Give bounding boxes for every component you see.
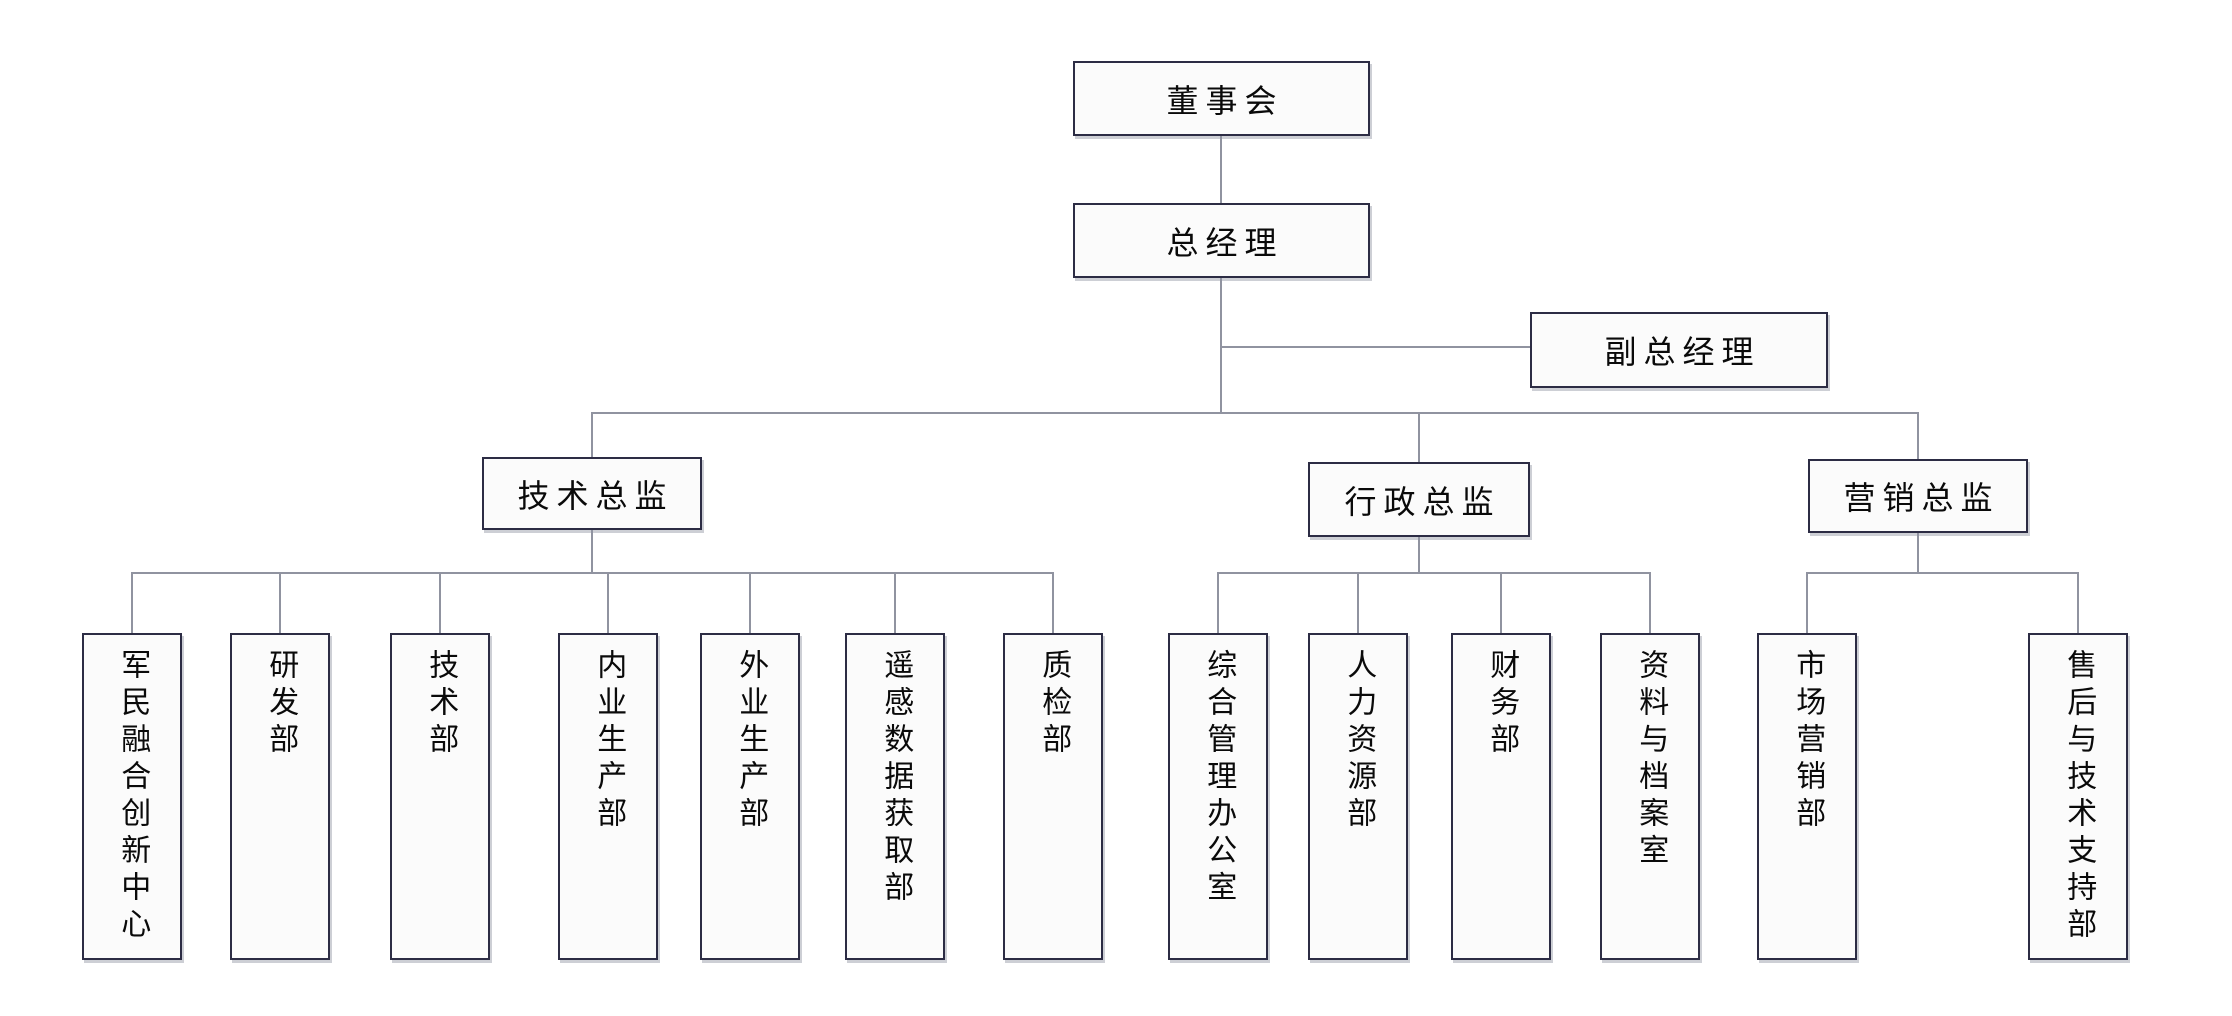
connector-dept-drop [1649, 572, 1651, 633]
dept-aftersales-technical-support: 售后与技术支持部 [2028, 633, 2128, 960]
connector-dept-drop [131, 572, 133, 633]
connector-directors-bus [591, 412, 1919, 414]
connector-bus-marketing-drop [1917, 412, 1919, 460]
node-board-of-directors: 董事会 [1073, 61, 1370, 136]
node-label: 研发部 [264, 649, 298, 760]
node-label: 财务部 [1485, 649, 1519, 760]
dept-finance: 财务部 [1451, 633, 1551, 960]
node-label: 综合管理办公室 [1202, 649, 1236, 908]
connector-dept-drop [1500, 572, 1502, 633]
dept-remote-sensing-data-acquisition: 遥感数据获取部 [845, 633, 945, 960]
node-label: 售后与技术支持部 [2062, 649, 2096, 945]
node-label: 营销总监 [1843, 480, 2000, 516]
node-label: 人力资源部 [1342, 649, 1376, 834]
dept-military-civilian-innovation-center: 军民融合创新中心 [82, 633, 182, 960]
node-label: 总经理 [1166, 224, 1284, 261]
node-general-manager: 总经理 [1073, 203, 1370, 278]
dept-quality-inspection: 质检部 [1003, 633, 1103, 960]
connector-dept-drop [279, 572, 281, 633]
connector-board-gm [1220, 136, 1222, 204]
connector-dept-drop [1052, 572, 1054, 633]
node-label: 军民融合创新中心 [116, 649, 150, 945]
connector-tech-depts-bus [131, 572, 1054, 574]
dept-research-development: 研发部 [230, 633, 330, 960]
node-marketing-director: 营销总监 [1808, 459, 2028, 533]
node-label: 外业生产部 [734, 649, 768, 834]
connector-dept-drop [439, 572, 441, 633]
node-technical-director: 技术总监 [482, 457, 702, 530]
connector-dgm-branch [1220, 346, 1532, 348]
node-administrative-director: 行政总监 [1308, 462, 1530, 537]
connector-bus-admin-drop [1418, 412, 1420, 463]
connector-tech-to-bus [591, 530, 593, 574]
connector-marketing-to-bus [1917, 533, 1919, 574]
connector-dept-drop [894, 572, 896, 633]
dept-office-production: 内业生产部 [558, 633, 658, 960]
dept-technology: 技术部 [390, 633, 490, 960]
node-label: 市场营销部 [1791, 649, 1825, 834]
connector-dept-drop [1806, 572, 1808, 633]
node-label: 董事会 [1166, 82, 1284, 119]
dept-general-management-office: 综合管理办公室 [1168, 633, 1268, 960]
connector-dept-drop [607, 572, 609, 633]
connector-bus-tech-drop [591, 412, 593, 458]
connector-admin-to-bus [1418, 537, 1420, 574]
node-label: 技术总监 [517, 477, 674, 514]
dept-human-resources: 人力资源部 [1308, 633, 1408, 960]
connector-dept-drop [749, 572, 751, 633]
node-label: 行政总监 [1344, 483, 1501, 520]
connector-dept-drop [1217, 572, 1219, 633]
node-label: 副总经理 [1604, 334, 1761, 370]
dept-data-archives: 资料与档案室 [1600, 633, 1700, 960]
node-deputy-general-manager: 副总经理 [1530, 312, 1828, 388]
node-label: 质检部 [1037, 649, 1071, 760]
dept-field-production: 外业生产部 [700, 633, 800, 960]
connector-dept-drop [1357, 572, 1359, 633]
connector-dept-drop [2077, 572, 2079, 633]
node-label: 技术部 [424, 649, 458, 760]
node-label: 资料与档案室 [1634, 649, 1668, 871]
connector-admin-depts-bus [1217, 572, 1651, 574]
dept-marketing: 市场营销部 [1757, 633, 1857, 960]
node-label: 内业生产部 [592, 649, 626, 834]
connector-marketing-depts-bus [1806, 572, 2079, 574]
node-label: 遥感数据获取部 [879, 649, 913, 908]
